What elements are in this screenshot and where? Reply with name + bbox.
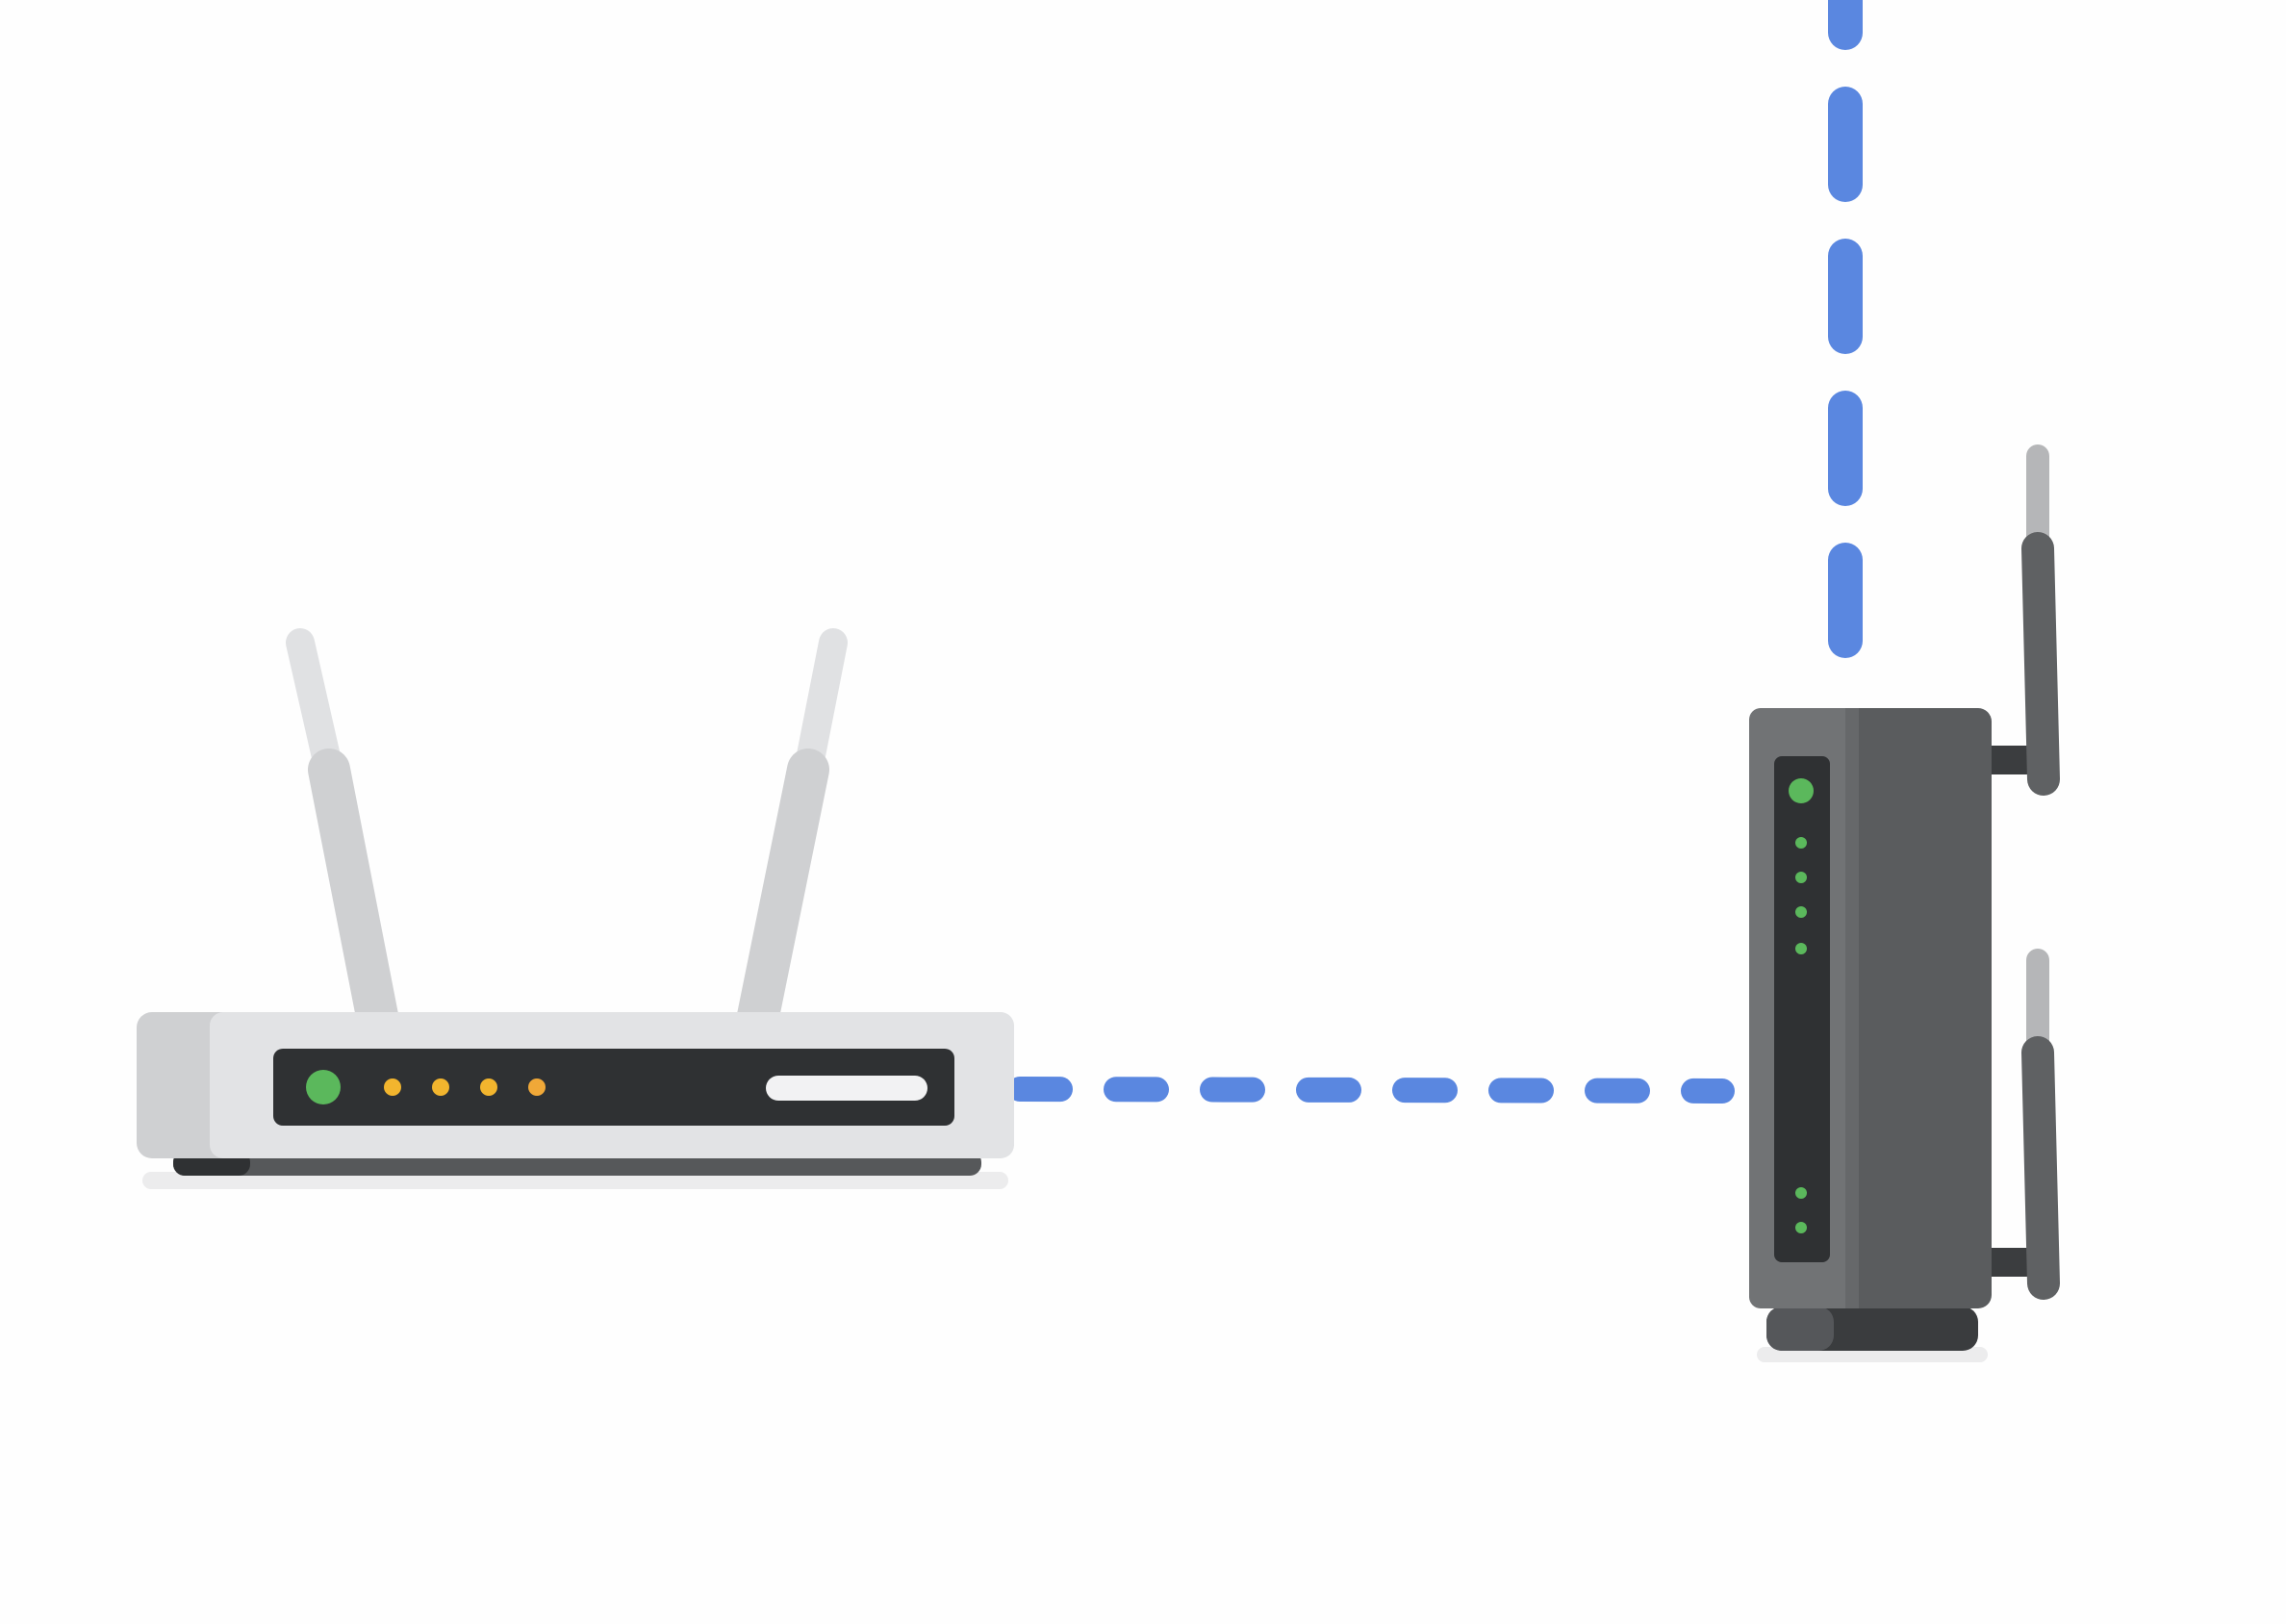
right-router-antenna-1 <box>1977 444 2060 796</box>
right-router-led-4 <box>1795 943 1807 954</box>
left-router-led-3 <box>480 1078 497 1096</box>
left-router <box>137 628 1014 1189</box>
right-router-led-5 <box>1795 1187 1807 1199</box>
right-router-status-led <box>1789 778 1814 803</box>
right-router-antenna-2 <box>1977 949 2060 1300</box>
right-router <box>1749 444 2060 1362</box>
right-router-foot-shade <box>1766 1307 1834 1351</box>
left-router-antenna-1 <box>286 628 398 1037</box>
right-router-panel <box>1774 756 1830 1262</box>
right-router-led-2 <box>1795 872 1807 883</box>
left-router-slot <box>766 1076 927 1101</box>
left-router-led-4 <box>528 1078 546 1096</box>
left-router-antenna-2 <box>737 628 848 1037</box>
right-router-led-3 <box>1795 906 1807 918</box>
right-router-led-1 <box>1795 837 1807 849</box>
link-left-to-right <box>1007 1077 1735 1104</box>
right-router-edge <box>1845 708 1859 1308</box>
left-router-panel <box>273 1049 954 1126</box>
left-router-led-1 <box>384 1078 401 1096</box>
left-router-led-2 <box>432 1078 449 1096</box>
connection-links <box>1007 0 1863 1104</box>
right-router-led-6 <box>1795 1222 1807 1233</box>
left-router-status-led <box>306 1070 341 1104</box>
left-router-shadow <box>142 1172 1008 1189</box>
